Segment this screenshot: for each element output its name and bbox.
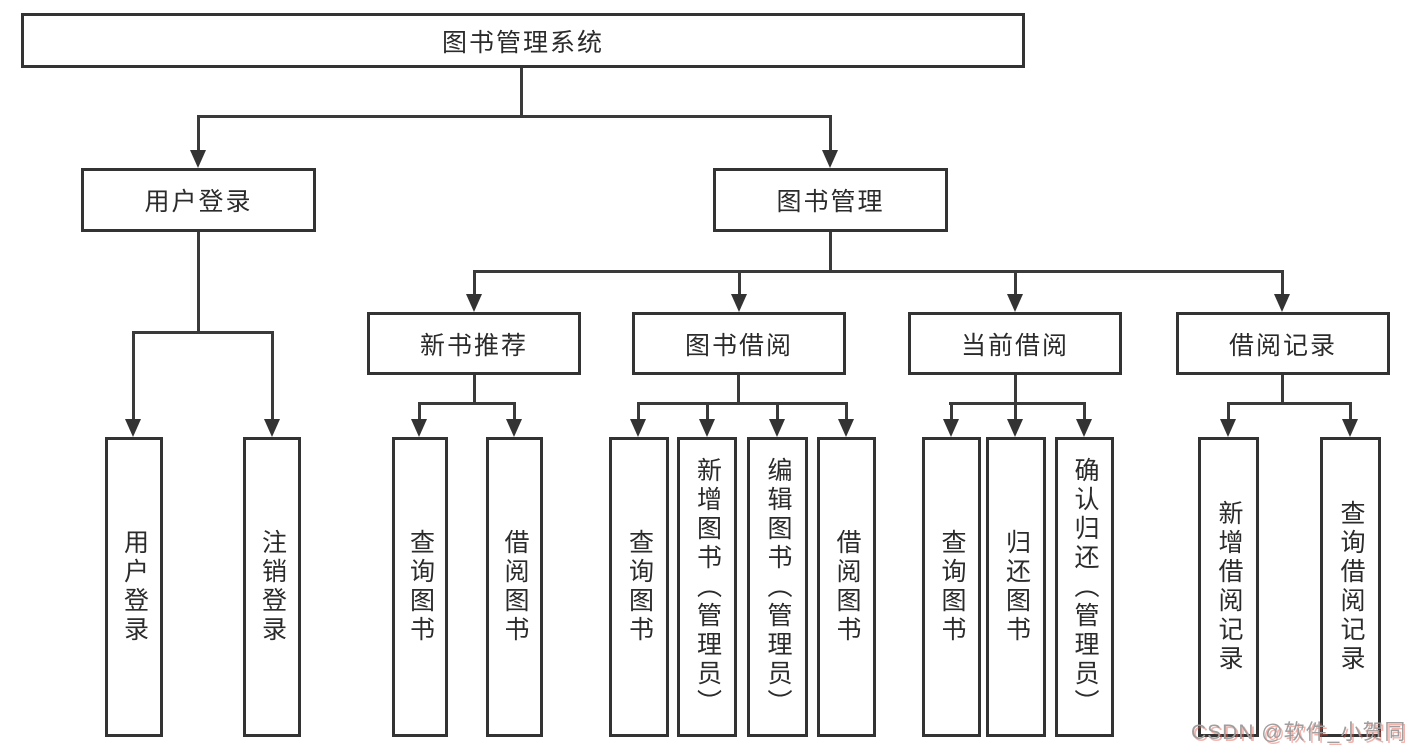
leaf-add-borrow-record: 新增借阅记录	[1198, 437, 1259, 737]
connector-line	[418, 405, 421, 421]
connector-line	[1014, 405, 1017, 421]
leaf-label: 确认归还（管理员）	[1071, 456, 1099, 718]
leaf-add-books-admin: 新增图书（管理员）	[677, 437, 737, 737]
connector-line	[513, 405, 516, 421]
connector-line	[418, 402, 516, 405]
connector-line	[473, 270, 1284, 273]
connector-line	[197, 232, 200, 334]
connector-line	[829, 232, 832, 273]
connector-line	[473, 375, 476, 405]
leaf-label: 新增图书（管理员）	[693, 456, 722, 718]
connector-line	[637, 405, 640, 421]
connector-line	[738, 273, 741, 296]
leaf-label: 借阅图书	[833, 529, 861, 645]
leaf-label: 查询图书	[938, 529, 966, 645]
connector-line	[132, 334, 135, 421]
connector-line	[473, 273, 476, 296]
node-current-borrow: 当前借阅	[908, 312, 1122, 375]
leaf-query-books-recommend: 查询图书	[392, 437, 448, 737]
leaf-edit-books-admin: 编辑图书（管理员）	[747, 437, 808, 737]
arrow-down-icon	[630, 419, 646, 437]
leaf-label: 借阅图书	[501, 529, 529, 645]
arrow-down-icon	[1076, 419, 1092, 437]
arrow-down-icon	[466, 294, 482, 312]
connector-line	[197, 118, 200, 152]
csdn-watermark: CSDN @软件_小贺同学	[1191, 721, 1405, 744]
leaf-borrow-books: 借阅图书	[817, 437, 876, 737]
arrow-down-icon	[411, 419, 427, 437]
leaf-query-books-current: 查询图书	[922, 437, 981, 737]
leaf-return-books: 归还图书	[986, 437, 1046, 737]
leaf-label: 用户登录	[120, 529, 149, 645]
node-root-system: 图书管理系统	[21, 13, 1025, 68]
node-user-login: 用户登录	[81, 168, 316, 232]
connector-line	[737, 375, 740, 405]
leaf-logout: 注销登录	[243, 437, 301, 737]
leaf-query-books-borrow: 查询图书	[609, 437, 669, 737]
leaf-label: 新增借阅记录	[1215, 500, 1243, 674]
connector-line	[1227, 402, 1352, 405]
connector-line	[637, 402, 848, 405]
arrow-down-icon	[1007, 294, 1023, 312]
node-book-borrow: 图书借阅	[632, 312, 846, 375]
connector-line	[1014, 375, 1017, 405]
connector-line	[776, 405, 779, 421]
arrow-down-icon	[1342, 419, 1358, 437]
connector-line	[1349, 405, 1352, 421]
arrow-down-icon	[506, 419, 522, 437]
leaf-query-borrow-record: 查询借阅记录	[1320, 437, 1381, 737]
leaf-user-login: 用户登录	[105, 437, 163, 737]
leaf-label: 归还图书	[1002, 529, 1031, 645]
connector-line	[1083, 405, 1086, 421]
arrow-down-icon	[822, 150, 838, 168]
arrow-down-icon	[1274, 294, 1290, 312]
node-new-book-recommend: 新书推荐	[367, 312, 581, 375]
arrow-down-icon	[1220, 419, 1236, 437]
arrow-down-icon	[125, 419, 141, 437]
arrow-down-icon	[1007, 419, 1023, 437]
leaf-borrow-books-recommend: 借阅图书	[486, 437, 543, 737]
connector-line	[1281, 273, 1284, 296]
connector-line	[845, 405, 848, 421]
node-book-management: 图书管理	[713, 168, 948, 232]
connector-line	[829, 118, 832, 152]
node-borrow-records: 借阅记录	[1176, 312, 1390, 375]
leaf-label: 编辑图书（管理员）	[764, 456, 792, 718]
arrow-down-icon	[190, 150, 206, 168]
leaf-label: 查询图书	[625, 529, 654, 645]
arrow-down-icon	[699, 419, 715, 437]
arrow-down-icon	[264, 419, 280, 437]
connector-line	[706, 405, 709, 421]
connector-line	[1281, 375, 1284, 405]
arrow-down-icon	[731, 294, 747, 312]
arrow-down-icon	[838, 419, 854, 437]
arrow-down-icon	[943, 419, 959, 437]
connector-line	[520, 68, 523, 118]
connector-line	[1227, 405, 1230, 421]
connector-line	[271, 334, 274, 421]
leaf-label: 查询借阅记录	[1337, 500, 1365, 674]
leaf-label: 注销登录	[258, 529, 287, 645]
arrow-down-icon	[769, 419, 785, 437]
leaf-confirm-return-admin: 确认归还（管理员）	[1055, 437, 1114, 737]
connector-line	[197, 115, 832, 118]
connector-line	[949, 402, 1086, 405]
connector-line	[132, 331, 274, 334]
connector-line	[950, 405, 953, 421]
connector-line	[1014, 273, 1017, 296]
leaf-label: 查询图书	[406, 529, 435, 645]
